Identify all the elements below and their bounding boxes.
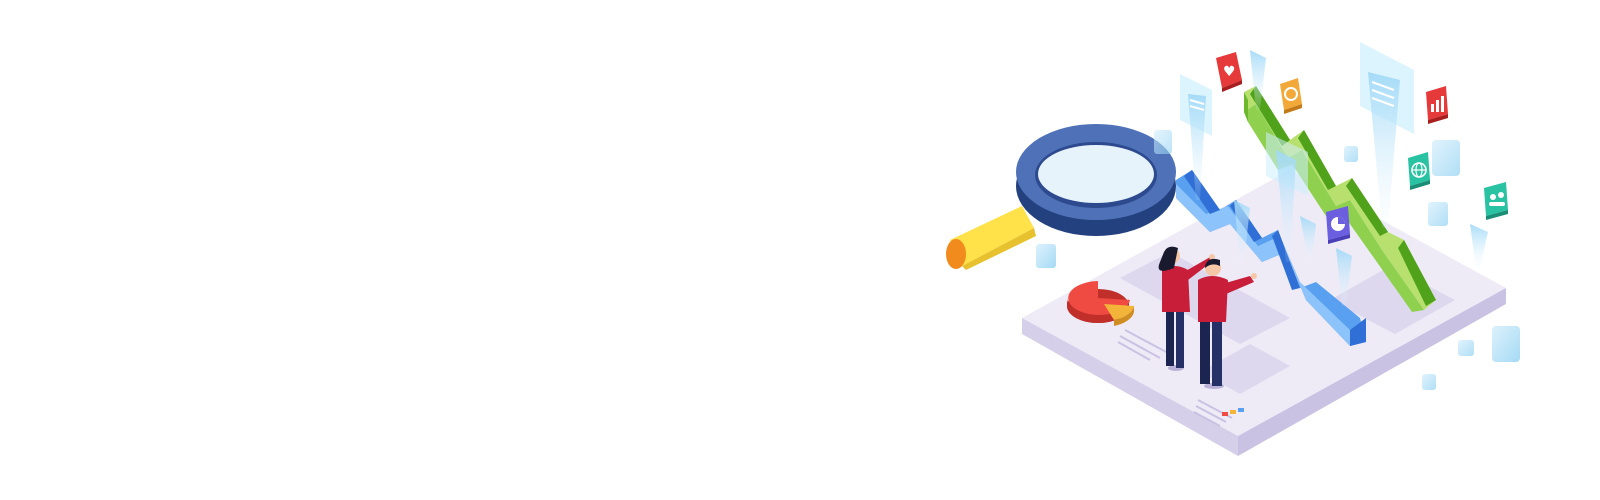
hologram-small-beam xyxy=(1300,216,1316,260)
floating-cubes xyxy=(1036,130,1520,390)
magnifying-glass-icon xyxy=(946,124,1176,270)
pie-chart-3d xyxy=(1067,281,1134,326)
magnifier-handle xyxy=(946,206,1036,270)
hologram-document-icon xyxy=(1180,74,1212,200)
hologram-panel xyxy=(1266,132,1308,262)
green-area-chart xyxy=(1244,86,1436,312)
heart-icon: ♥ xyxy=(1216,52,1242,92)
man-figure xyxy=(1198,258,1257,389)
hologram-small-beam xyxy=(1336,248,1352,306)
woman-figure xyxy=(1158,246,1215,371)
svg-text:♥: ♥ xyxy=(1223,64,1236,80)
refresh-icon xyxy=(1280,78,1302,114)
hologram-document-icon xyxy=(1360,42,1414,228)
pie-chart-icon xyxy=(1326,206,1350,244)
globe-icon xyxy=(1408,152,1430,190)
hologram-small-beam xyxy=(1250,50,1266,110)
hologram-small-beam xyxy=(1470,224,1488,268)
hologram-small-beam xyxy=(1234,200,1250,262)
bar-chart-icon xyxy=(1426,86,1448,124)
people-icon xyxy=(1484,182,1508,220)
color-swatches xyxy=(1222,408,1244,416)
hologram-beams xyxy=(1180,42,1488,306)
